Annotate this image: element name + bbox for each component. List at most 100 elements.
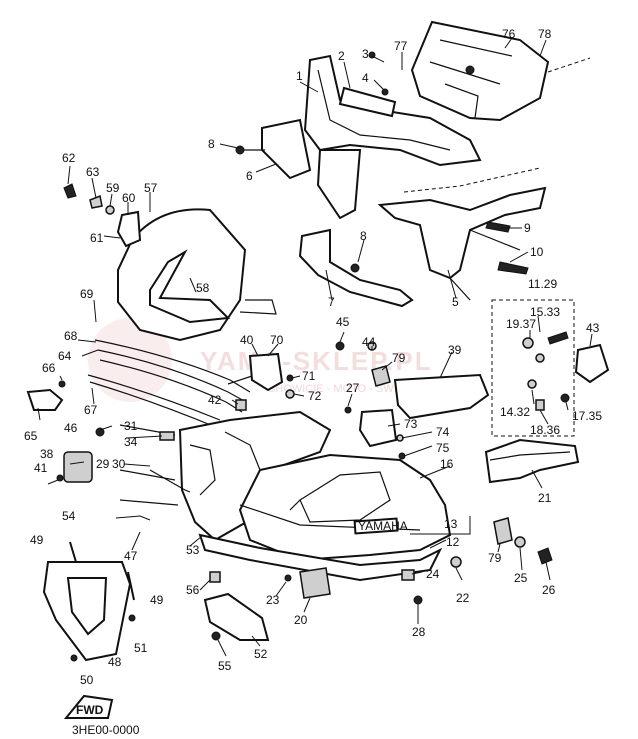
group-box-11-29 [491, 299, 575, 437]
windshield-57 [117, 208, 277, 342]
mid-stay-5 [377, 186, 547, 301]
callout-58: 58 [196, 281, 210, 295]
callout-70: 70 [270, 333, 284, 347]
callout-73: 73 [404, 417, 418, 431]
callout-49b: 49 [150, 593, 164, 607]
callout-38: 38 [40, 447, 54, 461]
callout-2: 2 [338, 49, 345, 63]
callout-24: 24 [426, 567, 440, 581]
callout-47: 47 [124, 549, 138, 563]
callout-34: 34 [124, 435, 138, 449]
callout-28: 28 [412, 625, 426, 639]
callout-3: 3 [362, 47, 369, 61]
callout-21: 21 [538, 491, 552, 505]
callout-39: 39 [448, 343, 462, 357]
callout-7: 7 [328, 295, 335, 309]
watermark-subtext: SHOWICIE - MOTO - ŚWIAT [268, 382, 410, 395]
callout-44: 44 [362, 335, 376, 349]
callout-46: 46 [64, 421, 78, 435]
windshield-trims-64-67-68 [87, 339, 251, 429]
callout-25: 25 [514, 571, 528, 585]
inner-panel-48 [42, 541, 136, 662]
callout-40: 40 [240, 333, 254, 347]
duct-39 [358, 373, 490, 448]
footer-code: 3HE00-0000 [72, 723, 140, 734]
callout-30: 30 [112, 457, 126, 471]
callout-79b: 79 [488, 551, 502, 565]
callout-51: 51 [134, 641, 148, 655]
main-cowling: YAMAHA [119, 410, 452, 582]
callout-20: 20 [294, 613, 308, 627]
watermark-text: YAMA-SKLEP.PL [200, 346, 433, 376]
callout-29: 29 [96, 457, 110, 471]
callout-69: 69 [80, 287, 94, 301]
callout-31: 31 [124, 419, 138, 433]
callout-60: 60 [122, 191, 136, 205]
callout-8a: 8 [208, 137, 215, 151]
callout-23: 23 [266, 593, 280, 607]
front-stay-frame [261, 51, 541, 220]
callout-5: 5 [452, 295, 459, 309]
small-fittings-right [522, 331, 610, 411]
headlight-cover-76 [410, 20, 591, 122]
callout-6: 6 [246, 169, 253, 183]
callout-48: 48 [108, 655, 122, 669]
fasteners-59-63 [63, 183, 142, 248]
callout-62: 62 [62, 151, 76, 165]
callout-57: 57 [144, 181, 158, 195]
callout-labels: 1 2 3 4 5 6 7 8 8 9 10 11.29 12 13 14.32… [24, 27, 602, 687]
callout-9: 9 [524, 221, 531, 235]
callout-63: 63 [86, 165, 100, 179]
callout-65: 65 [24, 429, 38, 443]
leader-lines [37, 37, 593, 657]
callout-53: 53 [186, 543, 200, 557]
callout-17-35: 17.35 [572, 409, 602, 423]
callout-56: 56 [186, 583, 200, 597]
callout-77: 77 [394, 39, 408, 53]
callout-67: 67 [84, 403, 98, 417]
callout-10: 10 [530, 245, 544, 259]
callout-50: 50 [80, 673, 94, 687]
callout-15-33: 15.33 [530, 305, 560, 319]
callout-18-36: 18.36 [530, 423, 560, 437]
callout-14-32: 14.32 [500, 405, 530, 419]
callout-42: 42 [208, 393, 222, 407]
callout-59: 59 [106, 181, 120, 195]
callout-45: 45 [336, 315, 350, 329]
stay-7 [235, 145, 414, 308]
callout-11-29: 11.29 [528, 277, 557, 291]
callout-41: 41 [34, 461, 48, 475]
callout-19-37: 19.37 [506, 317, 536, 331]
callout-64: 64 [58, 349, 72, 363]
callout-71: 71 [302, 369, 316, 383]
callout-22: 22 [456, 591, 470, 605]
callout-75: 75 [436, 441, 450, 455]
callout-43: 43 [586, 321, 600, 335]
callout-74: 74 [436, 425, 450, 439]
callout-72: 72 [308, 389, 322, 403]
callout-12: 12 [446, 535, 460, 549]
callout-4: 4 [362, 71, 369, 85]
fwd-label: FWD [76, 703, 104, 717]
callout-61: 61 [90, 231, 104, 245]
mirror-bracket-70 [227, 352, 295, 411]
callout-68: 68 [64, 329, 78, 343]
callout-66: 66 [42, 361, 56, 375]
callout-26: 26 [542, 583, 556, 597]
callout-16: 16 [440, 457, 454, 471]
fwd-arrow: FWD [63, 694, 114, 719]
callout-49a: 49 [30, 533, 44, 547]
callout-52: 52 [254, 647, 268, 661]
callout-27: 27 [346, 381, 360, 395]
callout-55: 55 [218, 659, 232, 673]
callout-78: 78 [538, 27, 552, 41]
callout-54: 54 [62, 509, 76, 523]
cover-38 [56, 427, 105, 483]
callout-8b: 8 [360, 229, 367, 243]
callout-76: 76 [502, 27, 516, 41]
air-scoop-21 [484, 438, 580, 484]
callout-13: 13 [444, 517, 458, 531]
emblem-yamaha: YAMAHA [358, 519, 408, 533]
bracket-65 [26, 380, 66, 411]
